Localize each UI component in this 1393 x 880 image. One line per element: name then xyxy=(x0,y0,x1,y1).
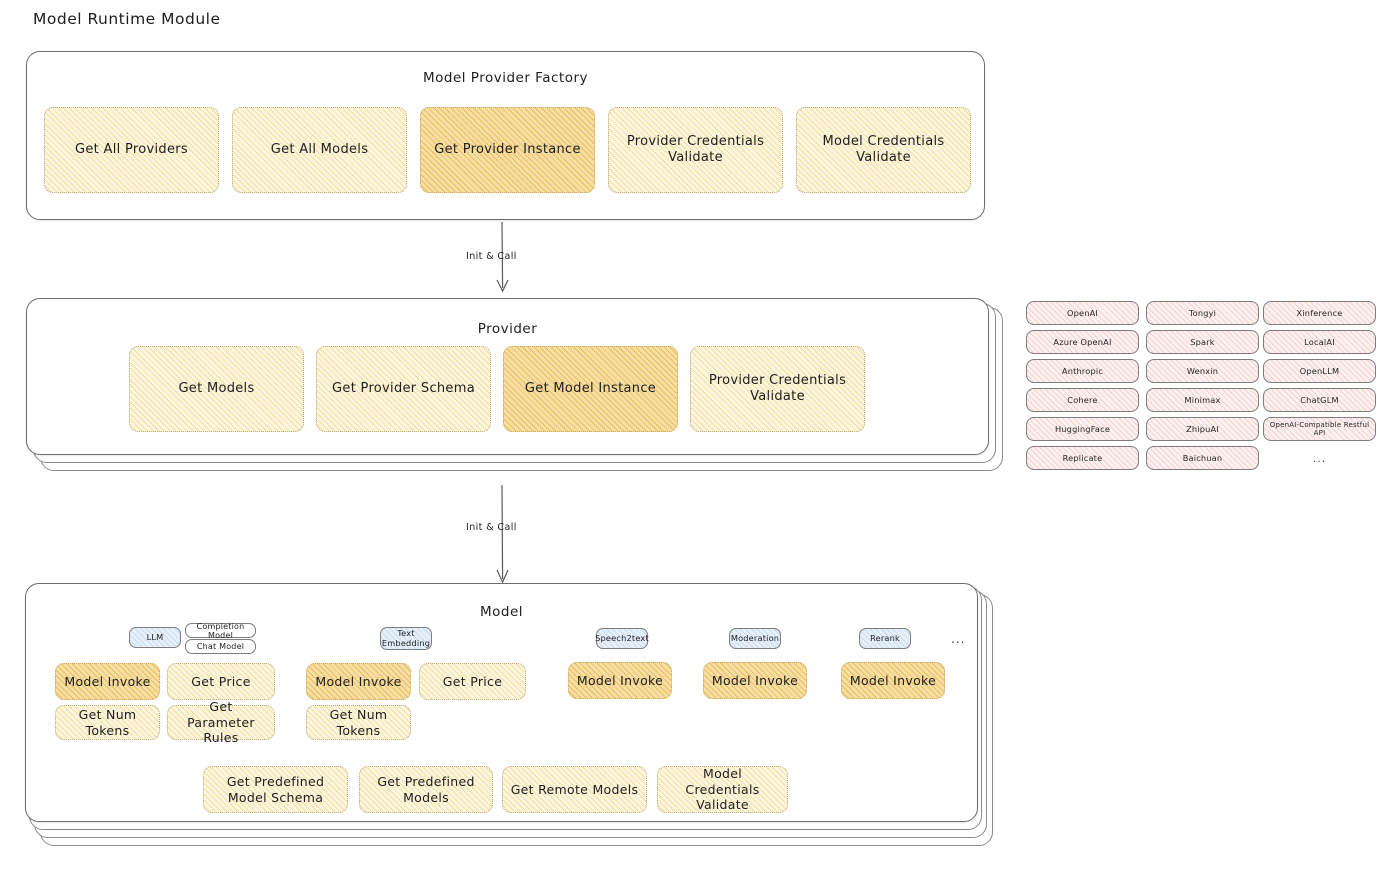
model-types-ellipsis: ... xyxy=(951,632,966,646)
factory-box-get-all-providers[interactable]: Get All Providers xyxy=(44,107,219,193)
moderation-op-model-invoke[interactable]: Model Invoke xyxy=(703,662,807,699)
provider-list-ellipsis: ... xyxy=(1312,452,1327,465)
provider-tag-minimax[interactable]: Minimax xyxy=(1146,388,1259,412)
provider-box-get-models[interactable]: Get Models xyxy=(129,346,304,432)
provider-tag-localai[interactable]: LocalAI xyxy=(1263,330,1376,354)
llm-op-model-invoke[interactable]: Model Invoke xyxy=(55,663,160,700)
arrow-provider-to-model: Init & Call xyxy=(466,484,540,585)
arrow-icon xyxy=(496,221,509,293)
provider-tag-cohere[interactable]: Cohere xyxy=(1026,388,1139,412)
provider-tag-huggingface[interactable]: HuggingFace xyxy=(1026,417,1139,441)
text-embedding-op-get-price[interactable]: Get Price xyxy=(419,663,526,700)
arrow-label-init-call-1: Init & Call xyxy=(466,251,517,262)
provider-tag-chatglm[interactable]: ChatGLM xyxy=(1263,388,1376,412)
model-type-badge-rerank[interactable]: Rerank xyxy=(859,628,911,649)
provider-box-get-model-instance[interactable]: Get Model Instance xyxy=(503,346,678,432)
model-common-op-get-predefined-models[interactable]: Get Predefined Models xyxy=(359,766,493,813)
model-subtag-completion-model[interactable]: Completion Model xyxy=(185,622,256,640)
provider-tag-tongyi[interactable]: Tongyi xyxy=(1146,301,1259,325)
provider-tag-zhipuai[interactable]: ZhipuAI xyxy=(1146,417,1259,441)
model-common-op-model-credentials-validate[interactable]: Model Credentials Validate xyxy=(657,766,788,813)
arrow-label-init-call-2: Init & Call xyxy=(466,522,517,533)
factory-box-model-credentials-validate[interactable]: Model Credentials Validate xyxy=(796,107,971,193)
llm-op-get-price[interactable]: Get Price xyxy=(167,663,275,700)
text-embedding-op-get-num-tokens[interactable]: Get Num Tokens xyxy=(306,705,411,740)
provider-tag-baichuan[interactable]: Baichuan xyxy=(1146,446,1259,470)
provider-tag-xinference[interactable]: Xinference xyxy=(1263,301,1376,325)
provider-tag-wenxin[interactable]: Wenxin xyxy=(1146,359,1259,383)
model-type-badge-moderation[interactable]: Moderation xyxy=(729,628,781,649)
model-common-op-get-predefined-model-schema[interactable]: Get Predefined Model Schema xyxy=(203,766,348,813)
page-title: Model Runtime Module xyxy=(33,10,221,28)
model-type-badge-llm[interactable]: LLM xyxy=(129,627,181,648)
provider-tag-azure-openai[interactable]: Azure OpenAI xyxy=(1026,330,1139,354)
provider-box-provider-credentials-validate[interactable]: Provider Credentials Validate xyxy=(690,346,865,432)
model-type-badge-text-embedding[interactable]: Text Embedding xyxy=(380,627,432,650)
provider-tag-spark[interactable]: Spark xyxy=(1146,330,1259,354)
llm-op-get-num-tokens[interactable]: Get Num Tokens xyxy=(55,705,160,740)
model-provider-factory-title: Model Provider Factory xyxy=(422,70,588,86)
provider-tag-openai[interactable]: OpenAI xyxy=(1026,301,1139,325)
text-embedding-op-model-invoke[interactable]: Model Invoke xyxy=(306,663,411,700)
provider-box-get-provider-schema[interactable]: Get Provider Schema xyxy=(316,346,491,432)
provider-title: Provider xyxy=(477,321,538,337)
arrow-icon xyxy=(496,484,509,584)
llm-op-get-parameter-rules[interactable]: Get Parameter Rules xyxy=(167,699,275,745)
factory-box-get-all-models[interactable]: Get All Models xyxy=(232,107,407,193)
model-title: Model xyxy=(479,604,524,620)
model-subtag-chat-model[interactable]: Chat Model xyxy=(185,639,256,654)
rerank-op-model-invoke[interactable]: Model Invoke xyxy=(841,662,945,699)
model-panel: Model xyxy=(25,583,978,822)
provider-tag-replicate[interactable]: Replicate xyxy=(1026,446,1139,470)
provider-tag-openllm[interactable]: OpenLLM xyxy=(1263,359,1376,383)
factory-box-get-provider-instance[interactable]: Get Provider Instance xyxy=(420,107,595,193)
provider-tag-anthropic[interactable]: Anthropic xyxy=(1026,359,1139,383)
model-common-op-get-remote-models[interactable]: Get Remote Models xyxy=(502,766,647,813)
factory-box-provider-credentials-validate[interactable]: Provider Credentials Validate xyxy=(608,107,783,193)
arrow-factory-to-provider: Init & Call xyxy=(466,221,540,294)
speech2text-op-model-invoke[interactable]: Model Invoke xyxy=(568,662,672,699)
provider-tag-openai-compatible-restful-api[interactable]: OpenAI-Compatible Restful API xyxy=(1263,417,1376,441)
model-type-badge-speech2text[interactable]: Speech2text xyxy=(595,628,649,649)
